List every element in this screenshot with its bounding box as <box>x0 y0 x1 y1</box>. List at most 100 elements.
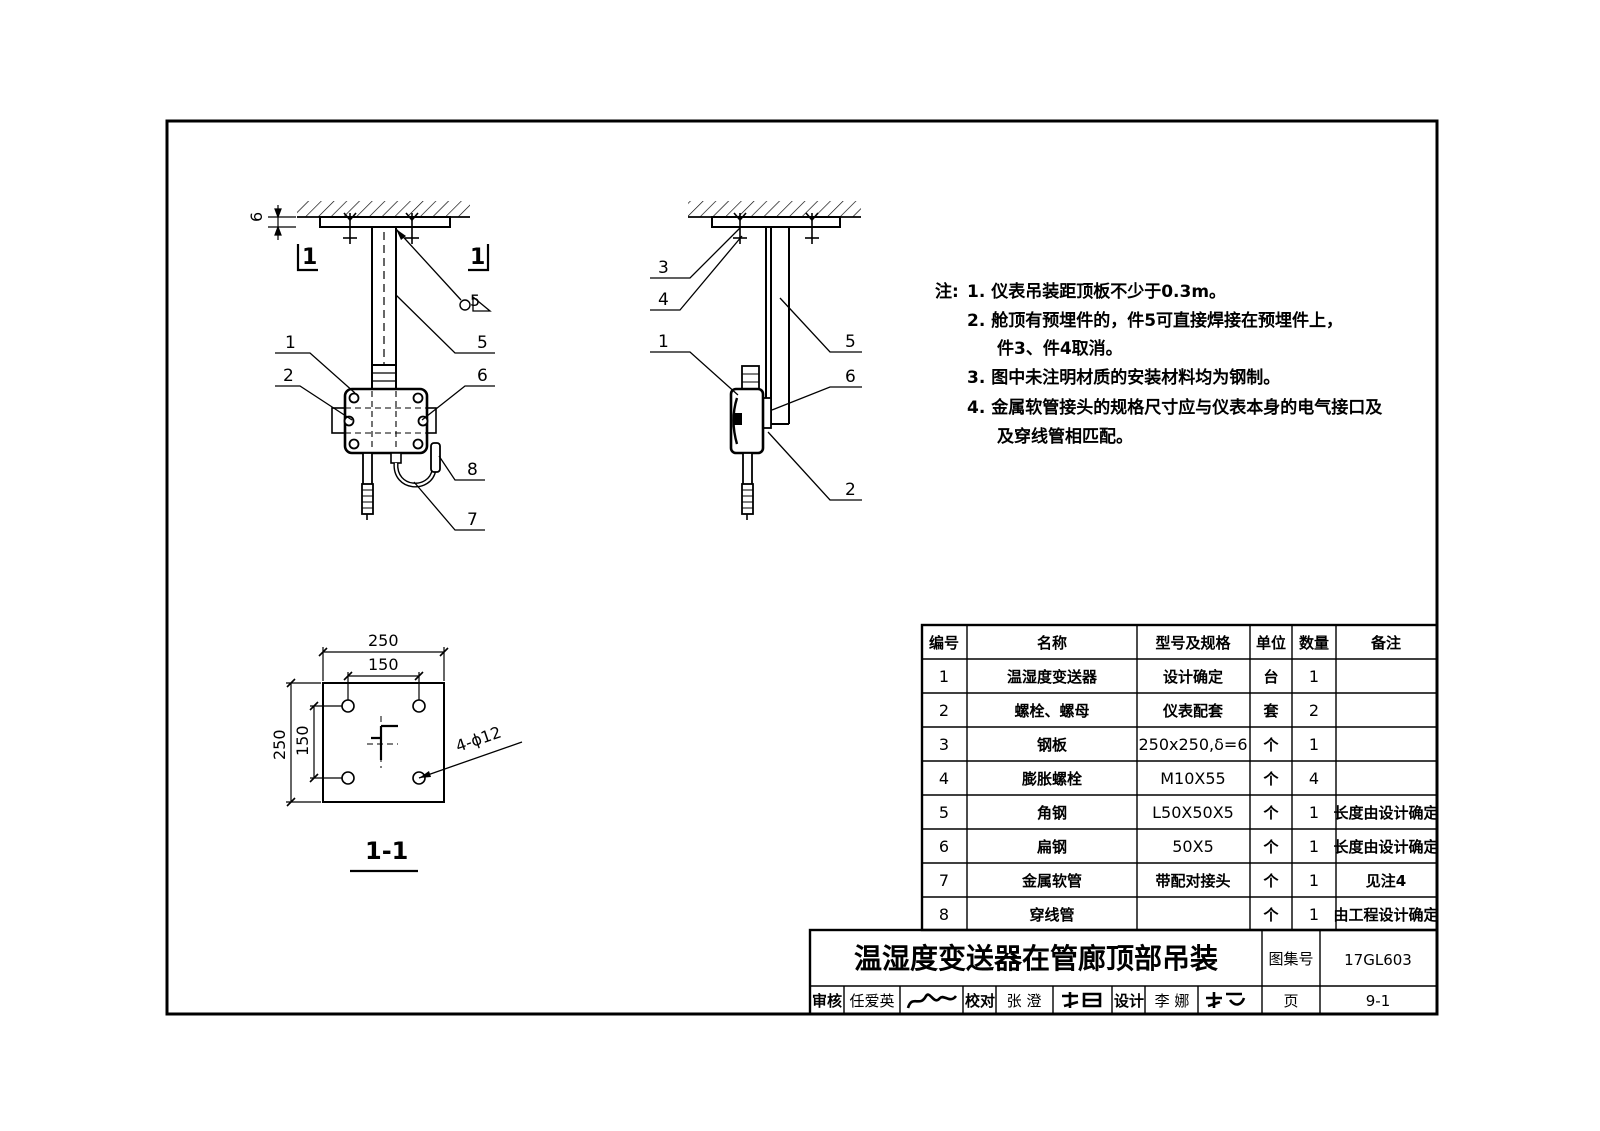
svg-text:1: 1 <box>1309 871 1319 890</box>
svg-text:1: 1 <box>1309 837 1319 856</box>
svg-text:台: 台 <box>1263 668 1278 686</box>
svg-text:250x250,δ=6: 250x250,δ=6 <box>1138 735 1247 754</box>
dim-inner-width: 150 <box>368 655 399 674</box>
svg-text:1: 1 <box>939 667 949 686</box>
review-signature-icon <box>906 993 958 1009</box>
svg-text:金属软管: 金属软管 <box>1021 872 1082 890</box>
svg-text:设计确定: 设计确定 <box>1163 668 1223 686</box>
svg-text:穿线管: 穿线管 <box>1029 906 1074 924</box>
dim-inner-height: 150 <box>293 725 312 756</box>
th-remark: 备注 <box>1370 634 1401 652</box>
svg-text:1: 1 <box>1309 735 1319 754</box>
svg-text:个: 个 <box>1262 906 1279 924</box>
right-view: 3 4 1 5 6 2 <box>650 201 862 520</box>
table-row: 4 膨胀螺栓 M10X55 个 4 <box>939 769 1319 788</box>
sensor-probe-right <box>742 452 753 487</box>
check-label: 校对 <box>965 992 995 1010</box>
drawing-frame <box>165 119 1439 1016</box>
svg-text:钢板: 钢板 <box>1037 736 1068 754</box>
th-qty: 数量 <box>1299 634 1329 652</box>
plate-view: 250 150 250 150 4-ϕ12 1-1 <box>270 631 523 873</box>
design-signature-icon <box>1206 992 1246 1008</box>
svg-text:3: 3 <box>939 735 949 754</box>
callout-8: 8 <box>467 460 478 480</box>
section-mark-left-text: 1 <box>302 245 317 270</box>
expansion-bolt-icon <box>343 212 419 244</box>
svg-text:扁钢: 扁钢 <box>1037 838 1067 856</box>
svg-text:角钢: 角钢 <box>1037 804 1067 822</box>
weld-circle-icon <box>459 299 471 311</box>
table-row: 3 钢板 250x250,δ=6 个 1 <box>939 735 1319 754</box>
steel-plate-right <box>711 216 841 228</box>
svg-text:见注4: 见注4 <box>1366 872 1406 890</box>
conduit-connector-top <box>371 364 397 392</box>
svg-text:个: 个 <box>1262 838 1279 856</box>
table-row: 5 角钢 L50X50X5 个 1 长度由设计确定 <box>939 803 1439 822</box>
svg-text:M10X55: M10X55 <box>1160 769 1225 788</box>
section-mark-right-text: 1 <box>470 245 485 270</box>
screw-icon <box>343 392 429 450</box>
review-name: 任爱英 <box>849 992 894 1010</box>
dim-outer-width: 250 <box>368 631 399 650</box>
callout-5: 5 <box>477 333 488 353</box>
design-label: 设计 <box>1114 992 1144 1010</box>
svg-text:1: 1 <box>1309 905 1319 924</box>
atlas-number: 17GL603 <box>1344 951 1412 969</box>
svg-text:仪表配套: 仪表配套 <box>1162 702 1224 720</box>
svg-text:温湿度变送器: 温湿度变送器 <box>1007 668 1098 686</box>
atlas-label: 图集号 <box>1268 950 1313 968</box>
svg-text:长度由设计确定: 长度由设计确定 <box>1333 838 1438 856</box>
svg-text:带配对接头: 带配对接头 <box>1155 872 1230 890</box>
svg-text:套: 套 <box>1262 702 1279 720</box>
svg-text:8: 8 <box>939 905 949 924</box>
thickness-dimension <box>268 205 296 240</box>
note-4-cont: 及穿线管相匹配。 <box>997 426 1133 447</box>
svg-text:2: 2 <box>1309 701 1319 720</box>
page-label: 页 <box>1283 992 1298 1010</box>
title-block: 温湿度变送器在管廊顶部吊装 图集号 17GL603 审核 任爱英 校对 张 澄 … <box>808 928 1439 1016</box>
notes-label: 注: <box>935 281 959 302</box>
svg-text:L50X50X5: L50X50X5 <box>1152 803 1234 822</box>
weld-size-text: 5 <box>470 291 480 310</box>
section-mark-left <box>296 244 318 272</box>
svg-text:由工程设计确定: 由工程设计确定 <box>1333 906 1438 924</box>
note-2: 2. 舱顶有预埋件的，件5可直接焊接在预埋件上， <box>967 310 1343 331</box>
note-1: 1. 仪表吊装距顶板不少于0.3m。 <box>967 281 1226 302</box>
review-label: 审核 <box>812 992 842 1010</box>
svg-text:4: 4 <box>1309 769 1319 788</box>
table-row: 8 穿线管 个 1 由工程设计确定 <box>939 905 1439 924</box>
svg-text:个: 个 <box>1262 770 1279 788</box>
page-number: 9-1 <box>1366 992 1391 1010</box>
check-signature-icon <box>1062 992 1102 1008</box>
callout-1: 1 <box>285 333 296 353</box>
table-row: 6 扁钢 50X5 个 1 长度由设计确定 <box>939 837 1439 856</box>
svg-text:长度由设计确定: 长度由设计确定 <box>1333 804 1438 822</box>
svg-text:1: 1 <box>1309 667 1319 686</box>
callout-3-right: 3 <box>658 258 669 278</box>
svg-text:5: 5 <box>939 803 949 822</box>
svg-text:膨胀螺栓: 膨胀螺栓 <box>1022 770 1082 788</box>
drawing-title: 温湿度变送器在管廊顶部吊装 <box>854 942 1218 975</box>
section-title: 1-1 <box>365 837 408 865</box>
svg-text:1: 1 <box>1309 803 1319 822</box>
thickness-dim-text: 6 <box>247 212 266 222</box>
conduit-connector-top-right <box>741 365 760 391</box>
svg-text:螺栓、螺母: 螺栓、螺母 <box>1014 702 1089 720</box>
ceiling-hatch-right <box>688 201 861 217</box>
callout-4-right: 4 <box>658 290 669 310</box>
svg-text:个: 个 <box>1262 804 1279 822</box>
th-no: 编号 <box>929 634 959 652</box>
weld-triangle-icon <box>472 295 492 312</box>
callout-1-right: 1 <box>658 332 669 352</box>
left-view: 6 1 1 5 <box>247 201 495 531</box>
svg-text:4: 4 <box>939 769 949 788</box>
note-3: 3. 图中未注明材质的安装材料均为钢制。 <box>967 367 1280 388</box>
dim-outer-height: 250 <box>270 729 289 760</box>
table-row: 7 金属软管 带配对接头 个 1 见注4 <box>939 871 1406 890</box>
th-unit: 单位 <box>1256 634 1286 652</box>
notes-block: 注: 1. 仪表吊装距顶板不少于0.3m。 2. 舱顶有预埋件的，件5可直接焊接… <box>935 281 1383 447</box>
plate-outline <box>322 682 445 803</box>
svg-text:50X5: 50X5 <box>1172 837 1214 856</box>
check-name: 张 澄 <box>1007 992 1042 1010</box>
